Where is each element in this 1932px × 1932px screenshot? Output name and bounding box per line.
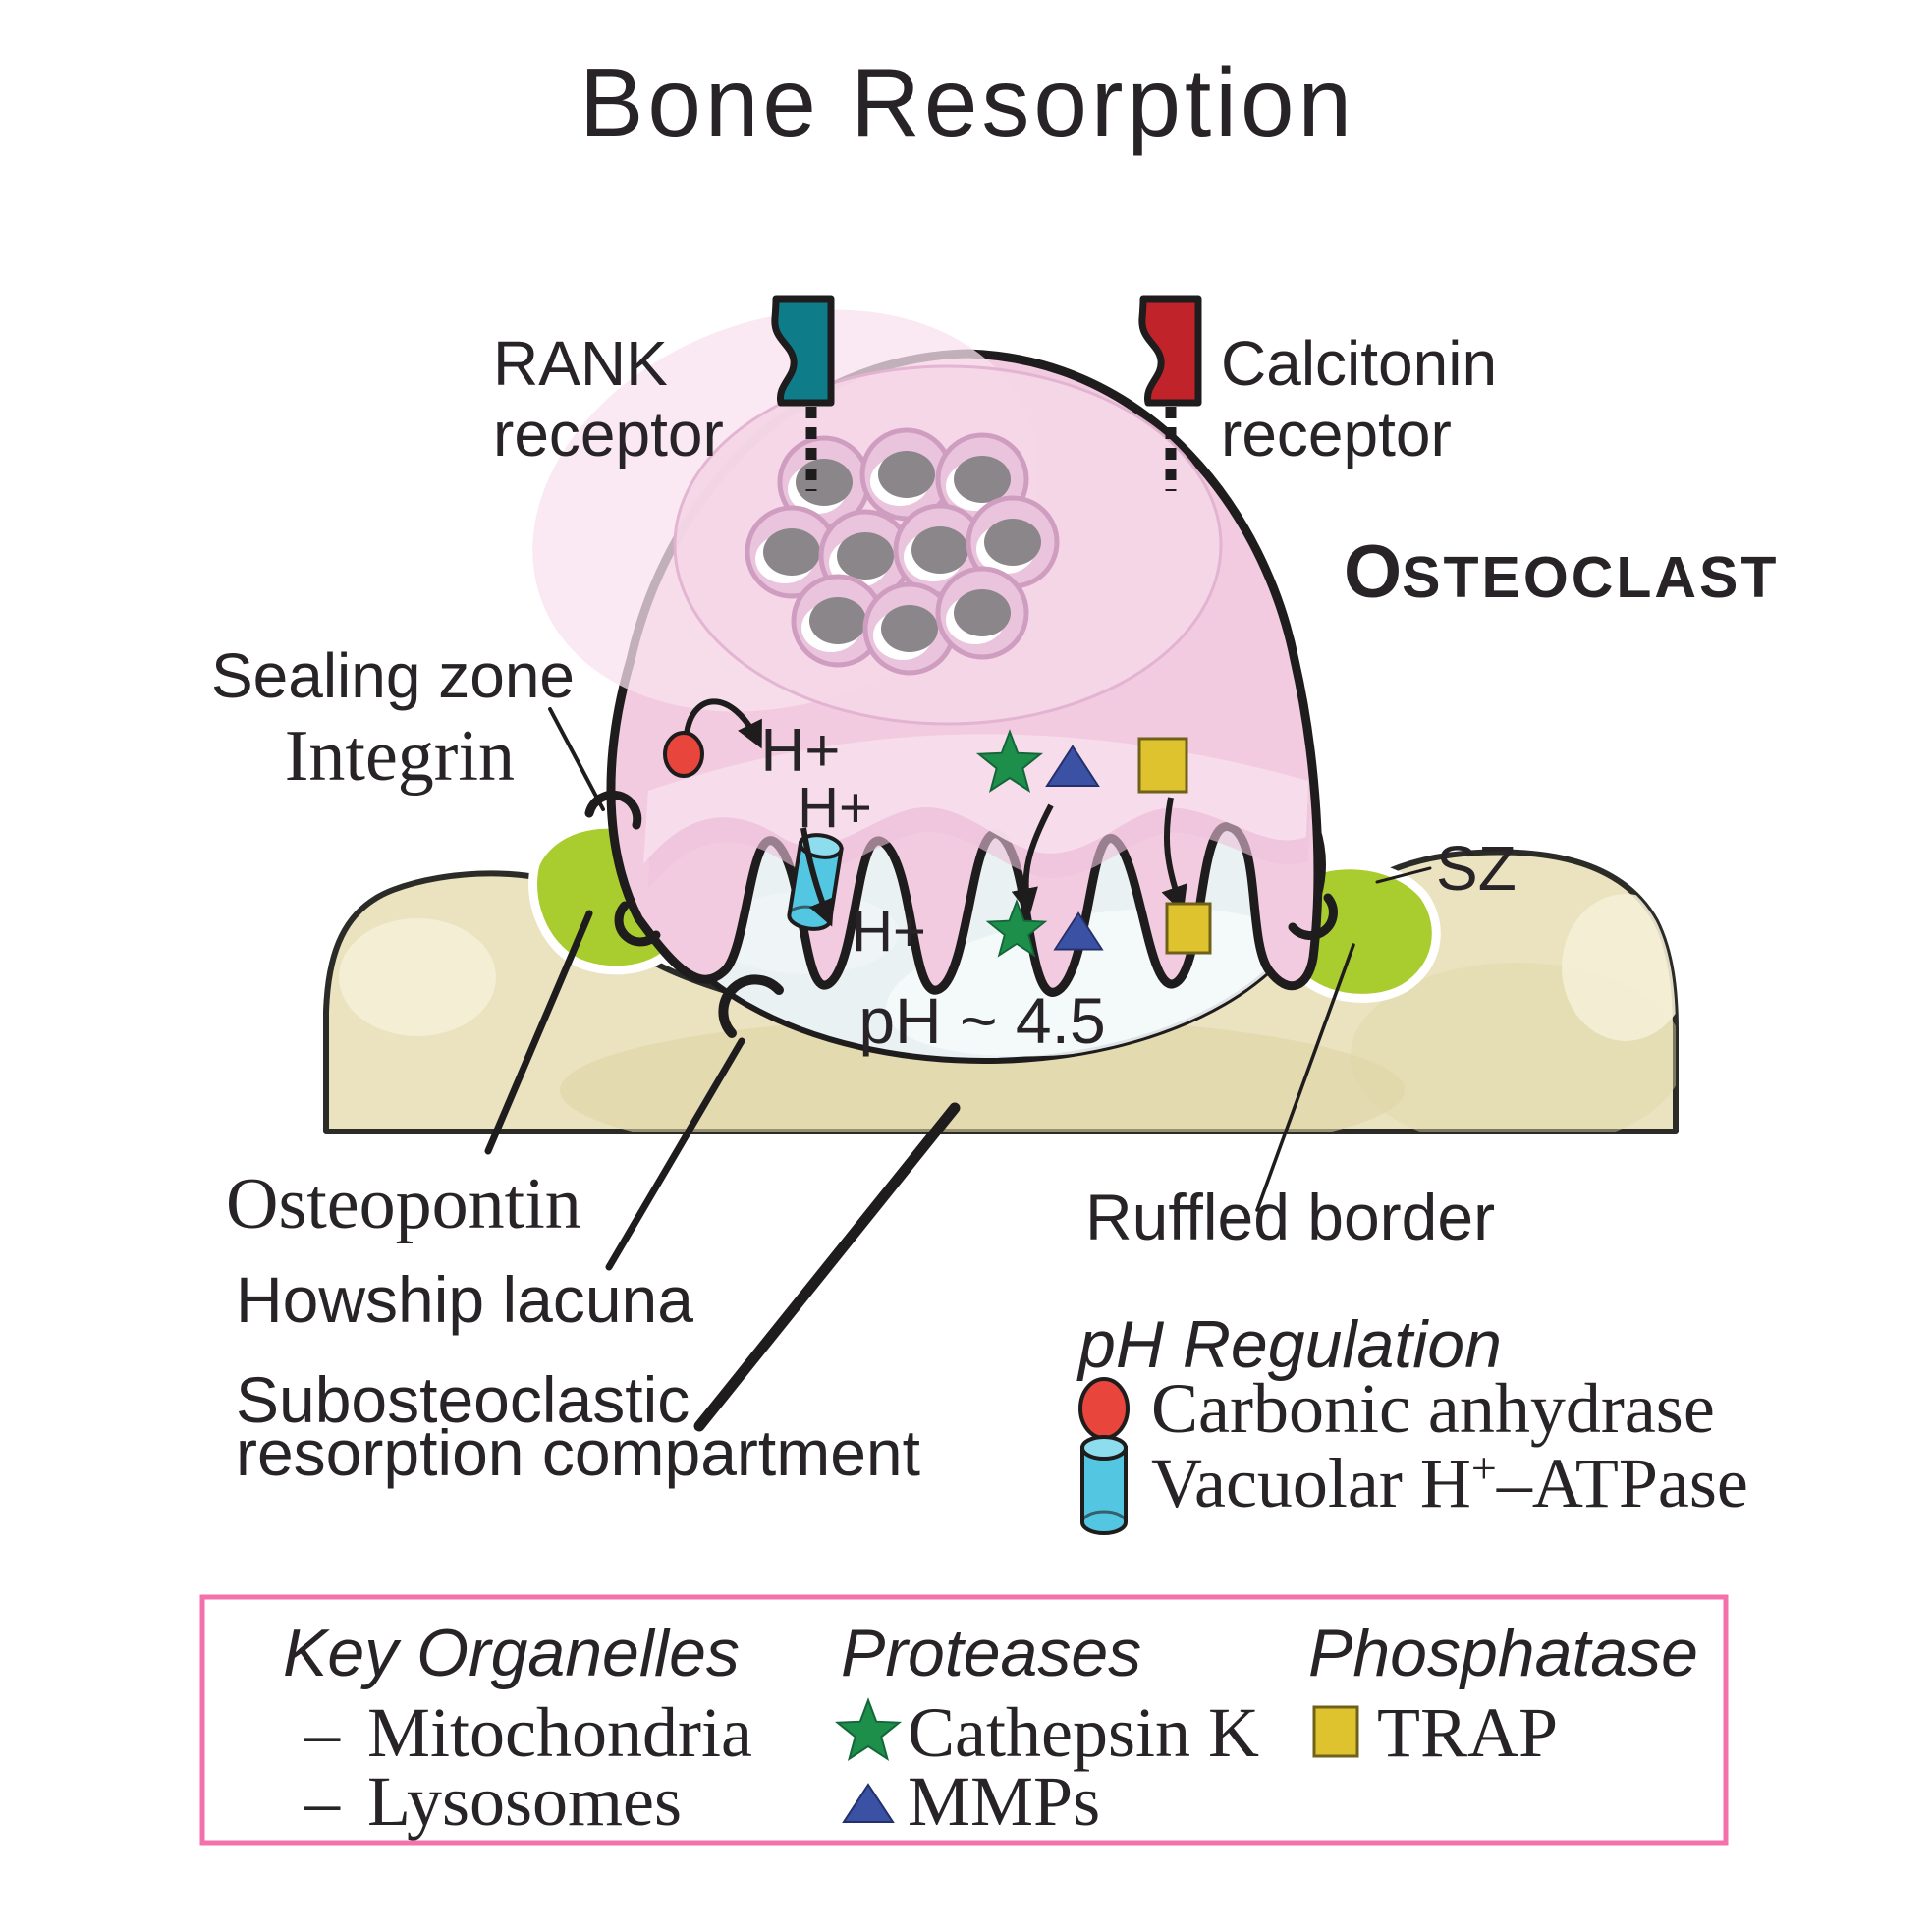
- vacuolar-atpase-label: Vacuolar H+–ATPase: [1151, 1443, 1748, 1522]
- trap-square-compartment: [1165, 902, 1212, 955]
- sealing-zone-label: Sealing zone: [211, 640, 575, 711]
- calcitonin-receptor: Calcitonin receptor: [1138, 295, 1497, 491]
- legend-box: Key Organelles –Mitochondria –Lysosomes …: [199, 1594, 1729, 1846]
- subosteoclastic-label-line2: resorption compartment: [236, 1416, 920, 1489]
- cathepsin-label: Cathepsin K: [908, 1693, 1259, 1772]
- subosteoclastic-leader: [693, 1102, 961, 1432]
- integrin-curl-right: [1288, 893, 1338, 940]
- integrin-curl-left-foot: [614, 901, 661, 947]
- mmp-triangle-icon: [842, 1783, 895, 1823]
- osteoclast-cell: [532, 309, 1338, 997]
- carbonic-anhydrase-label: Carbonic anhydrase: [1151, 1369, 1715, 1448]
- nucleus: [745, 505, 839, 599]
- carbonic-arrow: [684, 698, 762, 749]
- rank-receptor-label-line2: receptor: [493, 399, 724, 469]
- bone-shading: [339, 894, 1676, 1132]
- organelles-heading: Key Organelles: [283, 1616, 740, 1690]
- howship-leader: [605, 1037, 745, 1271]
- phosphatase-heading: Phosphatase: [1308, 1616, 1698, 1690]
- subosteoclastic-label-line1: Subosteoclastic: [236, 1363, 690, 1436]
- calcitonin-receptor-label-line1: Calcitonin: [1221, 328, 1497, 399]
- osteopontin-leader: [484, 910, 593, 1155]
- enzyme-secretion: [975, 729, 1212, 958]
- ruffled-border-leader: [1255, 943, 1355, 1212]
- ph-value-label: pH ~ 4.5: [858, 984, 1105, 1057]
- sz-leader: [1375, 866, 1432, 884]
- h-plus-2: H+: [798, 776, 872, 840]
- calcitonin-receptor-shape: [1138, 295, 1202, 407]
- mmp-label: MMPs: [908, 1762, 1100, 1841]
- rank-receptor: RANK receptor: [493, 295, 835, 491]
- nuclei-cluster: [745, 427, 1060, 676]
- calcitonin-receptor-label-line2: receptor: [1221, 399, 1452, 469]
- vacuolar-atpase-icon: [1080, 1435, 1128, 1535]
- nucleus: [935, 566, 1029, 660]
- ph-regulation-heading: pH Regulation: [1076, 1307, 1502, 1382]
- h-plus-1: H+: [761, 717, 841, 785]
- cathepsin-star-icon: [834, 1697, 903, 1761]
- howship-label: Howship lacuna: [236, 1263, 693, 1336]
- ph-regulation-legend: pH Regulation Carbonic anhydrase Vacuola…: [1076, 1307, 1748, 1535]
- nucleus: [862, 581, 957, 676]
- sz-label: SZ: [1436, 833, 1517, 904]
- proteases-heading: Proteases: [841, 1616, 1141, 1690]
- secretion-arrow-right: [1161, 797, 1187, 913]
- trap-square-cell: [1137, 737, 1188, 794]
- sealing-zone-leader: [548, 707, 605, 811]
- integrin-curl-left: [584, 790, 642, 830]
- trap-square-icon: [1312, 1705, 1359, 1758]
- pump-arrow: [800, 827, 835, 927]
- cathepsin-star-compartment: [985, 899, 1048, 958]
- howship-crescent: [718, 974, 784, 1038]
- carbonic-anhydrase-dot: [663, 731, 704, 778]
- osteoclast-label: OSTEOCLAST: [1344, 530, 1779, 614]
- organelle-item-lysosomes: –Lysosomes: [304, 1762, 682, 1841]
- organelle-item-mitochondria: –Mitochondria: [304, 1693, 752, 1772]
- leader-lines: [484, 707, 1432, 1432]
- trap-label: TRAP: [1377, 1693, 1558, 1772]
- ruffled-border-label: Ruffled border: [1085, 1181, 1495, 1253]
- proton-pathway: H+ H+ H+: [663, 698, 926, 964]
- osteopontin-label: Osteopontin: [226, 1164, 581, 1244]
- carbonic-anhydrase-icon: [1078, 1377, 1130, 1440]
- integrin-label: Integrin: [285, 716, 515, 797]
- rank-receptor-label-line1: RANK: [493, 328, 668, 399]
- mmp-triangle-cell: [1045, 745, 1100, 787]
- mmp-triangle-compartment: [1053, 911, 1104, 951]
- rank-receptor-shape: [771, 295, 835, 407]
- secretion-arrow-left: [1011, 803, 1054, 916]
- cathepsin-star-cell: [975, 729, 1044, 793]
- h-plus-3: H+: [852, 900, 926, 964]
- legend-box-border: [199, 1594, 1729, 1846]
- page-title: Bone Resorption: [580, 48, 1355, 156]
- nucleus: [966, 495, 1060, 589]
